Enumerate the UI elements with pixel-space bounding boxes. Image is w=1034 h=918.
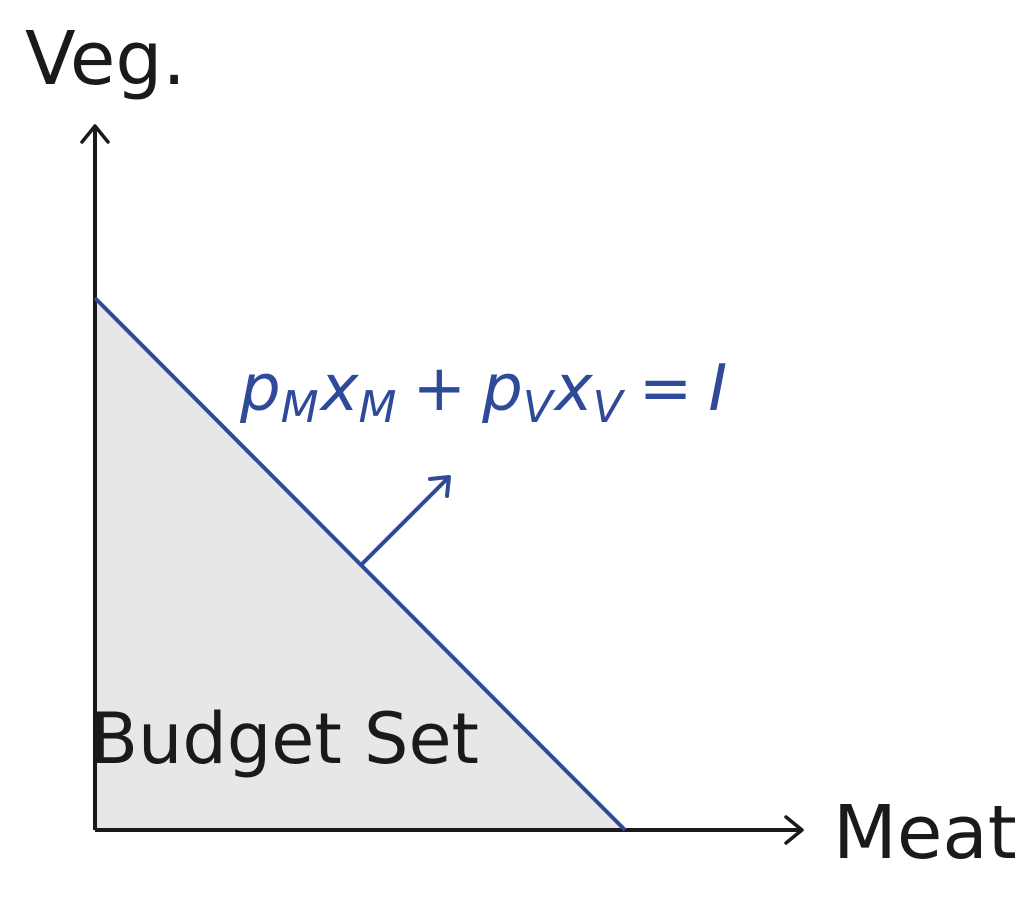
eq-x-m: x: [319, 352, 360, 426]
y-axis-label: Veg.: [25, 16, 186, 102]
eq-income: I: [708, 352, 727, 426]
eq-sub-v1: V: [523, 382, 556, 433]
x-axis-label: Meat: [833, 790, 1017, 876]
y-axis-arrowhead: [80, 124, 110, 144]
budget-line-normal-arrow: [359, 476, 450, 567]
normal-arrowhead: [428, 475, 451, 498]
x-axis-arrowhead: [784, 815, 804, 845]
eq-p-m: p: [239, 352, 281, 426]
eq-plus: +: [412, 352, 466, 426]
eq-equals: =: [639, 352, 693, 426]
eq-sub-m1: M: [281, 382, 319, 433]
eq-sub-v2: V: [593, 382, 626, 433]
budget-line-equation: pMxM+pVxV=I: [239, 352, 727, 433]
budget-set-label: Budget Set: [90, 698, 479, 780]
eq-x-v: x: [553, 352, 594, 426]
eq-sub-m2: M: [358, 382, 396, 433]
eq-p-v: p: [481, 352, 523, 426]
